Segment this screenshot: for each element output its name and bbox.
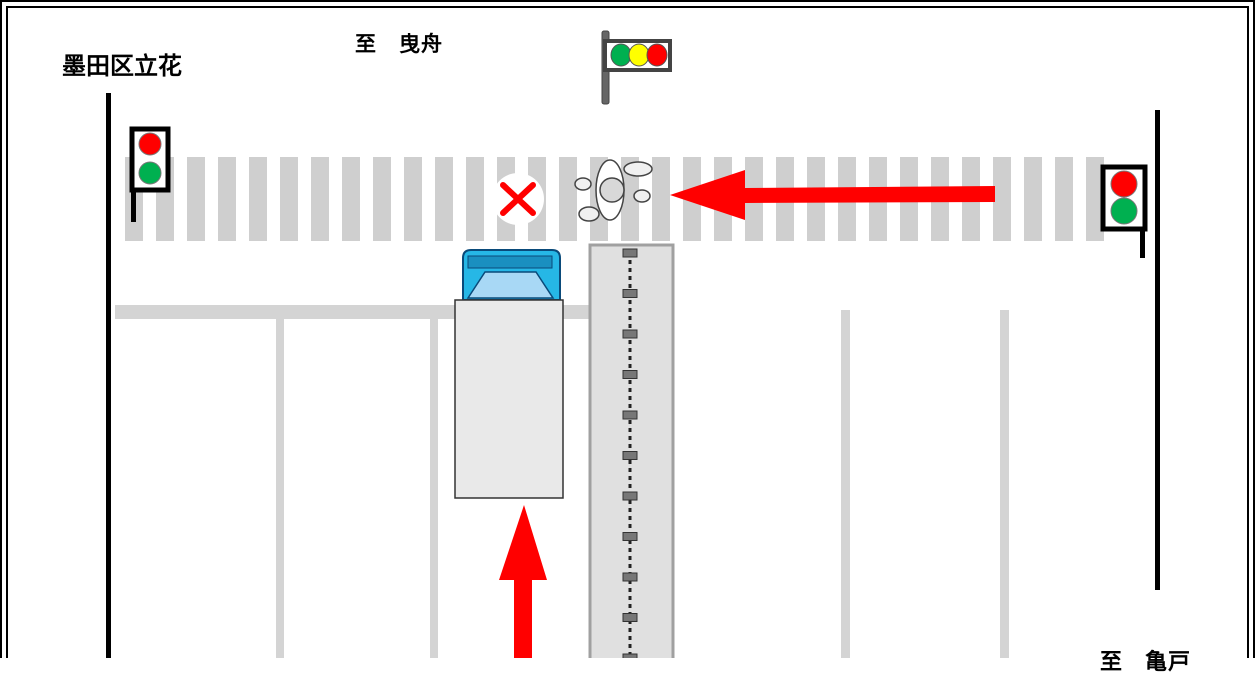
median-block bbox=[622, 329, 638, 339]
place-name-label: 墨田区立花 bbox=[62, 52, 182, 80]
crosswalk-stripe bbox=[652, 157, 670, 241]
cross-mark-icon bbox=[492, 173, 544, 225]
crosswalk-stripe bbox=[1086, 157, 1104, 241]
median-block bbox=[622, 289, 638, 298]
median-block bbox=[622, 572, 638, 582]
crosswalk-stripe bbox=[342, 157, 360, 241]
median-blocks bbox=[622, 248, 638, 658]
crosswalk-stripe bbox=[404, 157, 422, 241]
median-block bbox=[622, 248, 638, 258]
east-destination-label: 至亀戸 bbox=[1100, 650, 1192, 675]
crosswalk-stripe bbox=[621, 157, 639, 241]
truck-icon bbox=[454, 249, 564, 499]
outer-frame bbox=[0, 0, 1255, 658]
crosswalk-stripe bbox=[311, 157, 329, 241]
crosswalk-stripe bbox=[249, 157, 267, 241]
traffic-light-right bbox=[1100, 164, 1148, 258]
median-block bbox=[622, 370, 638, 379]
crosswalk-stripe bbox=[559, 157, 577, 241]
crosswalk-stripe bbox=[435, 157, 453, 241]
median-block bbox=[622, 613, 638, 622]
crosswalk-stripe bbox=[280, 157, 298, 241]
median-block bbox=[622, 451, 638, 460]
crosswalk-stripe bbox=[373, 157, 391, 241]
median-block bbox=[622, 410, 638, 420]
traffic-light-top bbox=[601, 30, 672, 105]
median-block bbox=[622, 653, 638, 658]
crosswalk-stripe bbox=[218, 157, 236, 241]
intersection-diagram bbox=[0, 0, 1255, 658]
crosswalk-stripe bbox=[466, 157, 484, 241]
traffic-light-left bbox=[129, 126, 171, 222]
crosswalk-stripe bbox=[1024, 157, 1042, 241]
pedestrian-icon bbox=[574, 159, 653, 222]
lane-lines bbox=[276, 310, 1009, 658]
crosswalk-stripe bbox=[1055, 157, 1073, 241]
median-block bbox=[622, 532, 638, 541]
north-destination-label: 至曳舟 bbox=[355, 32, 443, 56]
crosswalk-stripe bbox=[993, 157, 1011, 241]
pedestrian-direction-arrow bbox=[670, 170, 995, 220]
truck-direction-arrow bbox=[499, 505, 547, 658]
crosswalk-stripe bbox=[187, 157, 205, 241]
median-block bbox=[622, 491, 638, 501]
road-edge-lines bbox=[106, 93, 1160, 658]
